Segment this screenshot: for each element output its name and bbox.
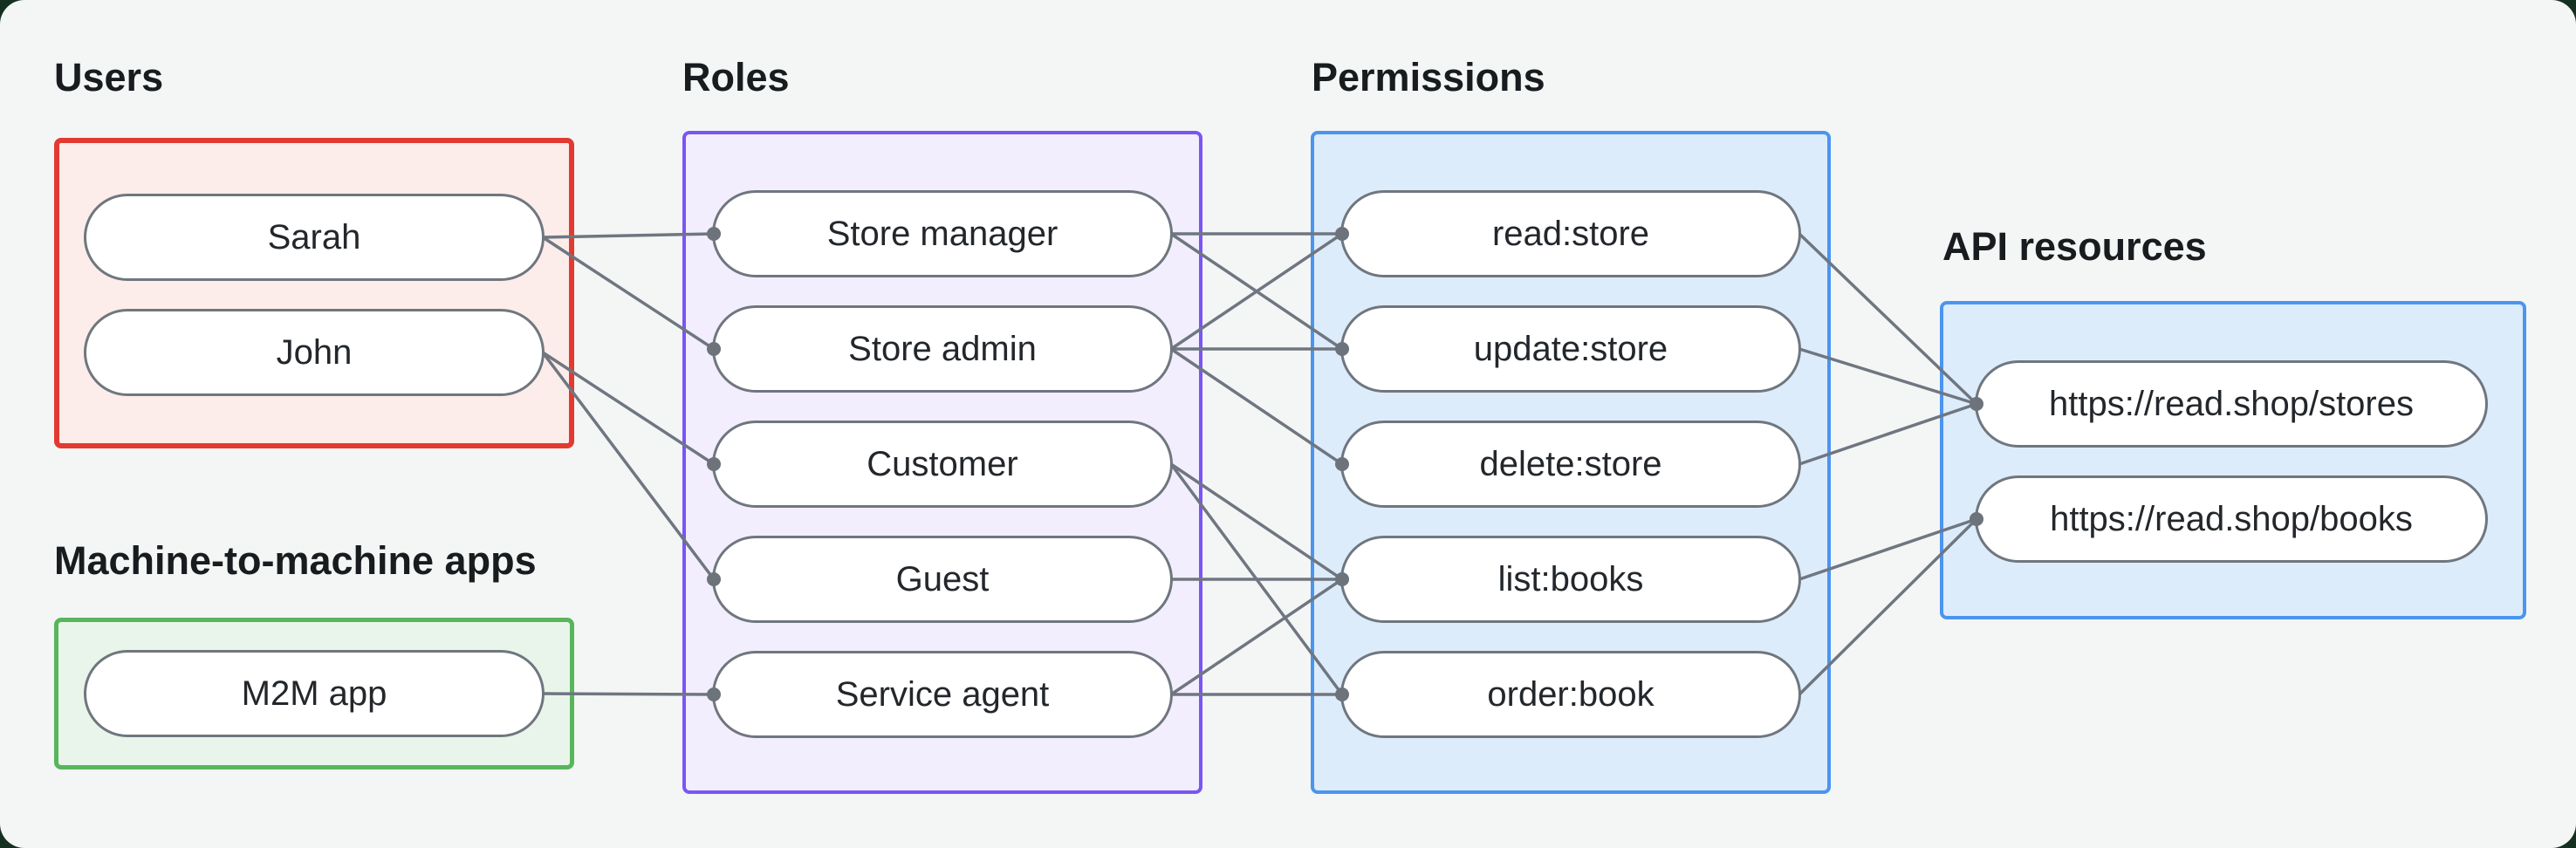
user-node-sarah: Sarah [84,194,545,281]
users-group-label: Users [54,55,164,99]
permission-node-update-store: update:store [1340,305,1801,393]
api-resources-group-label: API resources [1942,224,2207,269]
role-node-service-agent: Service agent [712,651,1173,738]
m2m-apps-group-label: Machine-to-machine apps [54,538,537,583]
permissions-group-label: Permissions [1312,55,1545,99]
api-resource-node-stores: https://read.shop/stores [1975,360,2488,448]
role-node-customer: Customer [712,421,1173,508]
m2m-app-node: M2M app [84,650,545,737]
api-resources-group-box [1940,301,2526,619]
role-node-guest: Guest [712,536,1173,623]
users-group-box [54,138,574,448]
permission-node-list-books: list:books [1340,536,1801,623]
roles-group-label: Roles [682,55,790,99]
user-node-john: John [84,309,545,396]
permission-node-order-book: order:book [1340,651,1801,738]
role-node-store-admin: Store admin [712,305,1173,393]
permission-node-delete-store: delete:store [1340,421,1801,508]
permission-node-read-store: read:store [1340,190,1801,277]
api-resource-node-books: https://read.shop/books [1975,475,2488,563]
role-node-store-manager: Store manager [712,190,1173,277]
